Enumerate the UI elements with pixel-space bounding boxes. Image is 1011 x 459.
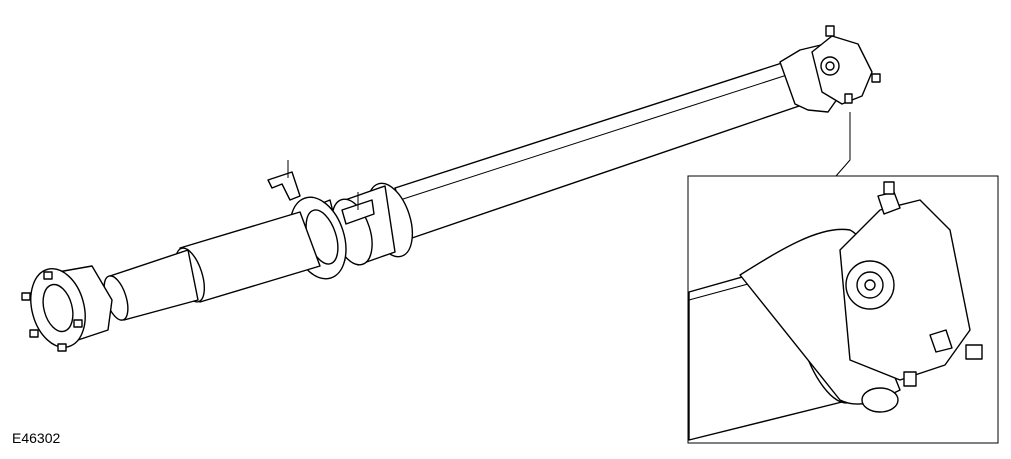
front-flexible-coupling [21, 265, 113, 352]
figure-reference-code: E46302 [12, 430, 61, 446]
front-tube [103, 211, 321, 321]
centre-bearing [267, 160, 414, 280]
rear-universal-joint [779, 25, 881, 113]
detail-leader-line [835, 112, 851, 177]
rear-tube [394, 61, 806, 239]
universal-joint-detail-inset [687, 175, 999, 444]
